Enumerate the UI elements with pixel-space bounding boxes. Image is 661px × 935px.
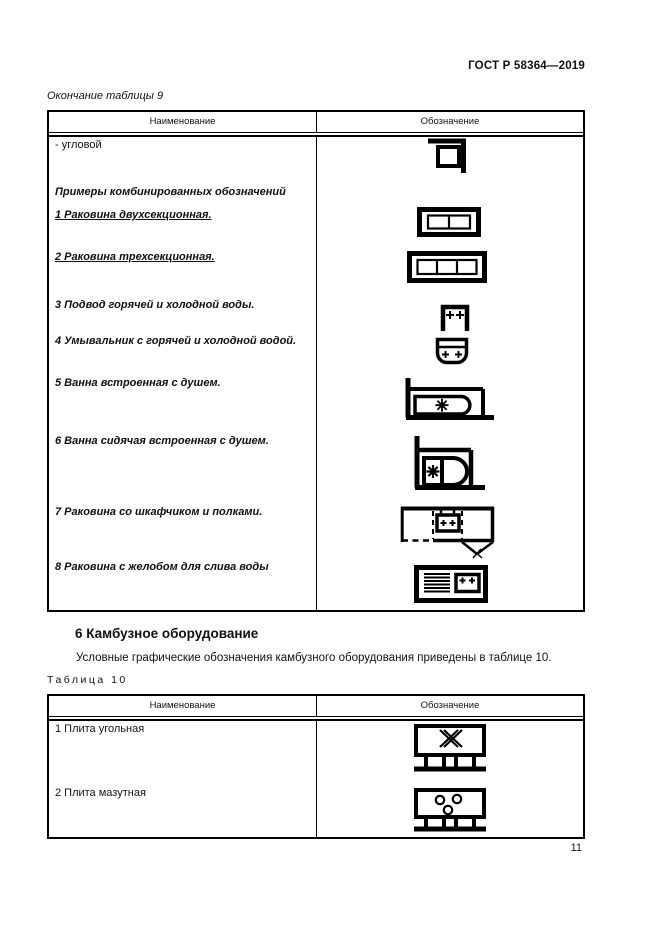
table10: Наименование Обозначение 1 Плита угольна… bbox=[47, 694, 585, 839]
table9-column-header-name: Наименование bbox=[49, 112, 317, 132]
table10-caption: Таблица 10 bbox=[47, 674, 128, 686]
hot-and-cold-water-supply-symbol bbox=[440, 304, 470, 331]
section-heading: 6 Камбузное оборудование bbox=[75, 626, 259, 641]
table9: Наименование Обозначение - угловой Приме… bbox=[47, 110, 585, 612]
coal-stove-symbol bbox=[414, 724, 486, 772]
washbasin-hot-and-cold-water-symbol bbox=[435, 337, 469, 365]
sink-with-drain-gutter-symbol bbox=[414, 565, 488, 603]
table10-column-header-designation: Обозначение bbox=[420, 700, 480, 711]
sitting-built-in-bath-with-shower-symbol bbox=[414, 436, 485, 490]
oil-stove-symbol bbox=[414, 788, 486, 832]
sink-three-section-symbol bbox=[407, 251, 487, 283]
row-label-sink-two-section: 1 Раковина двухсекционная. bbox=[55, 209, 212, 221]
corner-sink-symbol bbox=[428, 138, 466, 173]
row-label-examples-heading: Примеры комбинированных обозначений bbox=[55, 186, 286, 198]
row-label-sink-cabinet: 7 Раковина со шкафчиком и полками. bbox=[55, 506, 263, 518]
column-divider bbox=[315, 721, 317, 837]
row-label-washbasin: 4 Умывальник с горячей и холодной водой. bbox=[55, 335, 297, 347]
page-number: 11 bbox=[570, 842, 582, 854]
row-label-built-in-bath: 5 Ванна встроенная с душем. bbox=[55, 377, 221, 389]
row-label-water-supply: 3 Подвод горячей и холодной воды. bbox=[55, 299, 255, 311]
column-divider bbox=[315, 137, 317, 610]
sink-with-cabinet-and-shelves-symbol bbox=[400, 506, 495, 559]
row-label-corner: - угловой bbox=[55, 139, 102, 151]
row-label-coal-stove: 1 Плита угольная bbox=[55, 723, 145, 735]
table9-column-header-designation: Обозначение bbox=[420, 116, 480, 127]
sink-two-section-symbol bbox=[417, 207, 481, 237]
row-label-sink-three-section: 2 Раковина трехсекционная. bbox=[55, 251, 215, 263]
table10-header-row: Наименование Обозначение bbox=[49, 696, 583, 717]
table10-body: 1 Плита угольная 2 Плита мазутная bbox=[49, 719, 583, 837]
built-in-bath-with-shower-symbol bbox=[405, 378, 494, 420]
section-paragraph: Условные графические обозначения камбузн… bbox=[76, 652, 552, 664]
doc-code: ГОСТ Р 58364—2019 bbox=[468, 60, 585, 72]
row-label-oil-stove: 2 Плита мазутная bbox=[55, 787, 146, 799]
row-label-sink-gutter: 8 Раковина с желобом для слива воды bbox=[55, 561, 269, 573]
table9-body: - угловой Примеры комбинированных обозна… bbox=[49, 135, 583, 610]
table9-continuation-caption: Окончание таблицы 9 bbox=[47, 90, 164, 102]
row-label-sitting-bath: 6 Ванна сидячая встроенная с душем. bbox=[55, 435, 269, 447]
table9-header-row: Наименование Обозначение bbox=[49, 112, 583, 133]
table10-column-header-name: Наименование bbox=[49, 696, 317, 716]
